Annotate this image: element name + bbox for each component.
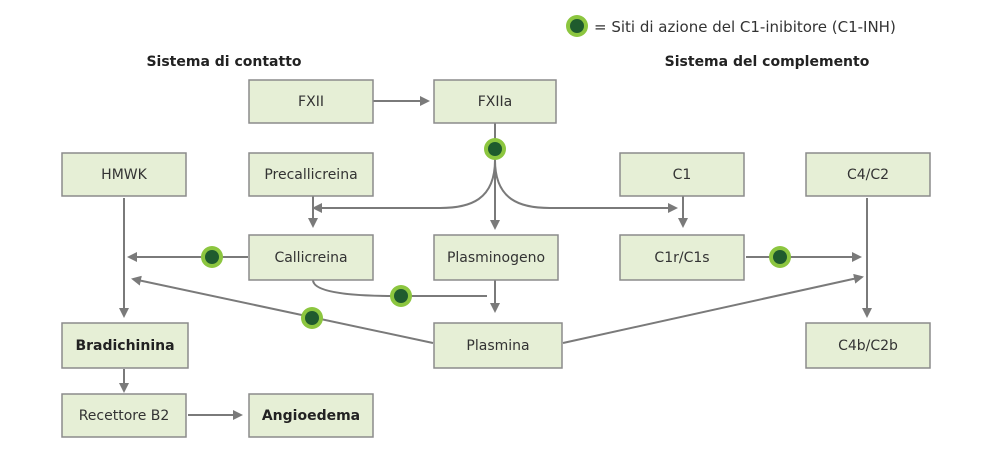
node-c1rc1s: C1r/C1s (619, 234, 745, 281)
node-callicreina: Callicreina (248, 234, 374, 281)
action-site-c1r-c1s (769, 246, 791, 268)
edge-plasmina-hmwk (131, 275, 434, 344)
node-recettore-b2-label: Recettore B2 (79, 408, 170, 424)
node-fxii: FXII (248, 79, 374, 124)
node-bradichinina-label: Bradichinina (75, 338, 174, 354)
node-bradichinina: Bradichinina (61, 322, 189, 369)
legend: = Siti di azione del C1-inibitore (C1-IN… (566, 15, 896, 37)
node-c4bc2b: C4b/C2b (805, 322, 931, 369)
node-fxiia: FXIIa (433, 79, 557, 124)
node-angioedema-label: Angioedema (262, 408, 360, 424)
node-recettore-b2: Recettore B2 (61, 393, 187, 438)
node-c1rc1s-label: C1r/C1s (654, 250, 709, 266)
action-site-legend-icon (566, 15, 588, 37)
node-fxii-label: FXII (298, 94, 324, 110)
node-plasmina: Plasmina (433, 322, 563, 369)
node-angioedema: Angioedema (248, 393, 374, 438)
action-site-callicreina-plasmina (390, 285, 412, 307)
action-site-callicreina-hmwk (201, 246, 223, 268)
node-plasminogeno-label: Plasminogeno (447, 250, 545, 266)
node-hmwk: HMWK (61, 152, 187, 197)
node-precallicreina: Precallicreina (248, 152, 374, 197)
heading-complement-system: Sistema del complemento (665, 54, 870, 70)
node-c1-label: C1 (673, 167, 692, 183)
node-c4c2-label: C4/C2 (847, 167, 889, 183)
node-plasmina-label: Plasmina (466, 338, 529, 354)
node-fxiia-label: FXIIa (478, 94, 512, 110)
heading-contact-system: Sistema di contatto (146, 54, 301, 70)
node-hmwk-label: HMWK (101, 167, 147, 183)
node-c4bc2b-label: C4b/C2b (838, 338, 898, 354)
node-c1: C1 (619, 152, 745, 197)
edge-fxiia-c1r (494, 159, 678, 213)
node-plasminogeno: Plasminogeno (433, 234, 559, 281)
node-precallicreina-label: Precallicreina (264, 167, 357, 183)
edge-plasmina-complement (562, 273, 864, 344)
node-callicreina-label: Callicreina (274, 250, 347, 266)
node-c4c2: C4/C2 (805, 152, 931, 197)
action-site-fxiia (484, 138, 506, 160)
legend-label: = Siti di azione del C1-inibitore (C1-IN… (594, 18, 896, 36)
edges (119, 96, 872, 420)
action-site-plasmina-hmwk (301, 307, 323, 329)
